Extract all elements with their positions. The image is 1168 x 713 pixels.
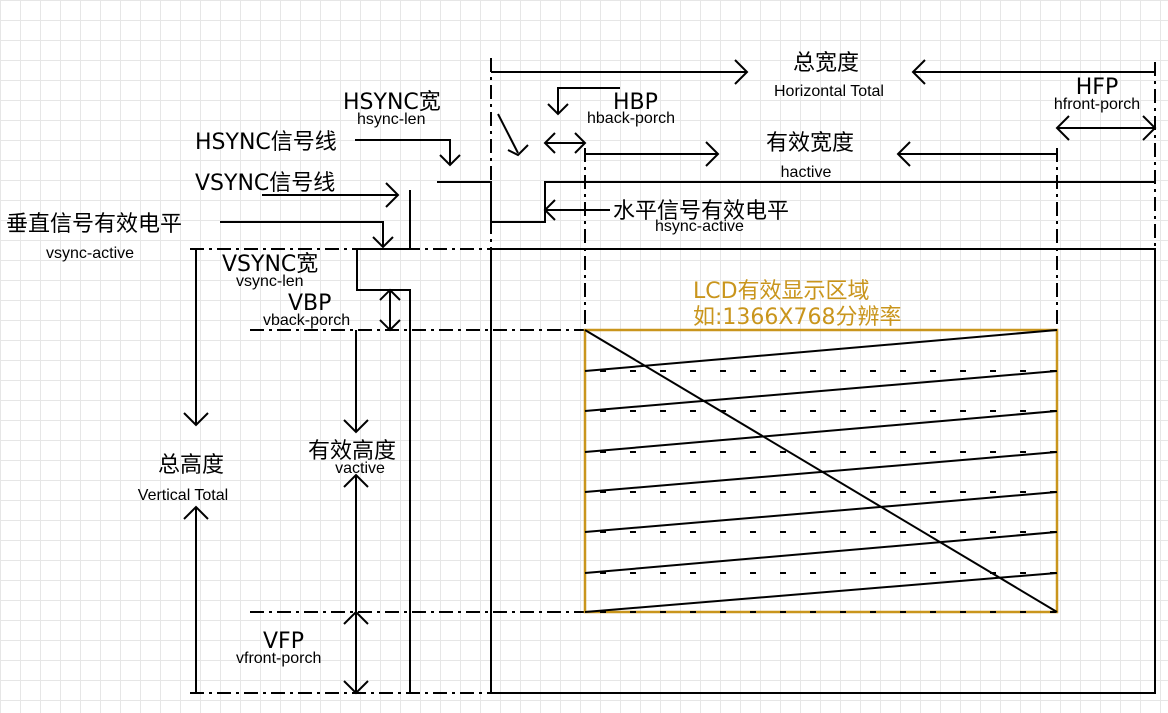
hsync-len-label: hsync-len xyxy=(357,111,425,128)
active-height-label: 有效高度 xyxy=(308,439,396,464)
resolution-label: 如:1366X768分辨率 xyxy=(693,305,901,330)
lcd-area-label: LCD有效显示区域 xyxy=(693,279,870,304)
hsync-waveform xyxy=(437,181,1155,223)
hsync-width-pointer xyxy=(547,87,620,116)
vfp-arrow xyxy=(343,610,369,695)
scan-line xyxy=(584,451,1058,493)
vfront-porch-label: vfront-porch xyxy=(236,650,321,667)
scan-line xyxy=(584,370,1058,412)
reference-lines xyxy=(190,58,1156,694)
horizontal-total-arrows xyxy=(491,59,1155,85)
hsync-len-arrow xyxy=(497,113,529,157)
hback-porch-label: hback-porch xyxy=(587,110,675,127)
vsync-signal-pointer xyxy=(262,182,400,208)
vfp-label: VFP xyxy=(263,629,304,654)
vsync-width-label: VSYNC宽 xyxy=(222,252,318,277)
hsync-active-pointer xyxy=(543,199,610,221)
hfp-arrow xyxy=(1055,115,1157,141)
raster-scan xyxy=(584,329,1058,613)
scan-line xyxy=(584,491,1058,533)
hbp-arrow xyxy=(543,132,587,154)
h-active-level-label: 水平信号有效电平 xyxy=(613,199,789,224)
vback-porch-label: vback-porch xyxy=(263,312,350,329)
horizontal-total-label: Horizontal Total xyxy=(774,83,884,100)
hfront-porch-label: hfront-porch xyxy=(1054,96,1140,113)
scan-line xyxy=(584,410,1058,453)
vbp-arrow xyxy=(379,288,401,332)
lcd-active-area xyxy=(583,328,1059,614)
hactive-label: hactive xyxy=(781,164,832,181)
vsync-waveform xyxy=(356,190,411,693)
vsync-active-label: vsync-active xyxy=(46,245,134,262)
active-width-label: 有效宽度 xyxy=(766,131,854,156)
vactive-arrows xyxy=(343,330,369,612)
vtotal-arrows xyxy=(183,249,209,693)
scan-line xyxy=(584,531,1058,574)
hsync-signal-pointer xyxy=(355,139,461,167)
vsync-len-label: vsync-len xyxy=(236,273,304,290)
total-height-label: 总高度 xyxy=(158,453,224,478)
hbp-label: HBP xyxy=(613,90,658,115)
vbp-label: VBP xyxy=(288,291,331,316)
total-width-label: 总宽度 xyxy=(793,51,859,76)
hsync-signal-label: HSYNC信号线 xyxy=(195,130,337,155)
total-frame xyxy=(490,248,1156,694)
v-active-level-label: 垂直信号有效电平 xyxy=(6,212,182,237)
vsync-signal-label: VSYNC信号线 xyxy=(195,171,335,196)
vertical-total-label: Vertical Total xyxy=(138,487,228,504)
hfp-label: HFP xyxy=(1076,75,1118,100)
vsync-active-pointer xyxy=(220,221,394,249)
scan-line xyxy=(584,572,1058,613)
scan-line xyxy=(584,329,1058,372)
vactive-label: vactive xyxy=(335,460,385,477)
hactive-arrows xyxy=(585,141,1057,167)
hsync-active-label: hsync-active xyxy=(655,218,744,235)
hsync-width-label: HSYNC宽 xyxy=(343,90,441,115)
